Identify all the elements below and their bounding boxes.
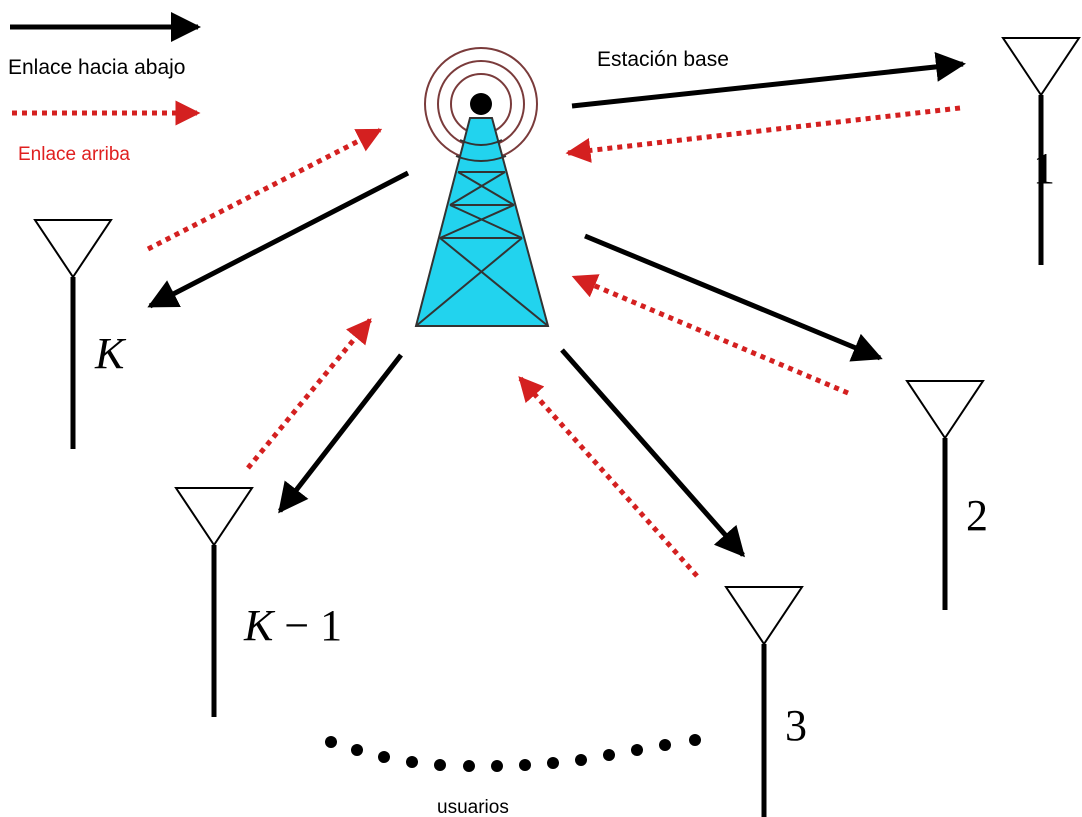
downlink-arrow-user-2 <box>584 233 883 362</box>
tower-antenna-tip <box>470 93 492 115</box>
antenna-triangle <box>33 219 113 279</box>
uplink-arrow-user-k-minus-1 <box>246 318 372 470</box>
uplink-arrow-user-2 <box>571 274 849 396</box>
user-k-minus-1-label: K − 1 <box>243 601 342 650</box>
user-2-label: 2 <box>966 491 988 540</box>
base-station: Estación base <box>414 47 729 327</box>
user-1-label: 1 <box>1033 144 1055 193</box>
antenna-user-2: 2 <box>905 380 988 610</box>
downlink-arrow-user-k <box>147 170 410 309</box>
uplink-arrow-user-k <box>146 127 383 252</box>
legend-downlink-label: Enlace hacia abajo <box>8 56 185 79</box>
user-k-minus-1-label-suffix: − 1 <box>273 601 342 650</box>
uplink-arrow-user-1 <box>565 105 961 163</box>
user-k-minus-1-label-italic: K <box>243 601 276 650</box>
antenna-triangle <box>1001 37 1081 97</box>
uplink-arrow-user-3 <box>518 376 699 578</box>
downlink-arrow-user-3 <box>560 348 745 558</box>
users-ellipsis <box>325 734 701 772</box>
legend-uplink-label: Enlace arriba <box>18 144 130 165</box>
user-k-label: K <box>94 329 127 378</box>
legend: Enlace hacia abajo Enlace arriba <box>8 12 201 165</box>
user-3-label: 3 <box>785 701 807 750</box>
downlink-arrow-user-k-minus-1 <box>278 353 403 514</box>
tower-body <box>414 117 550 327</box>
antenna-triangle <box>174 487 254 547</box>
antenna-user-k-minus-1: K − 1 <box>174 487 342 717</box>
base-station-label: Estación base <box>597 48 729 71</box>
tower-lattice <box>415 139 549 327</box>
downlink-arrows <box>147 51 966 558</box>
downlink-arrow-user-1 <box>571 51 966 109</box>
users-label: usuarios <box>437 797 509 817</box>
antenna-user-3: 3 <box>724 586 807 817</box>
antenna-triangle <box>724 586 804 646</box>
uplink-arrows <box>146 105 961 578</box>
antenna-user-1: 1 <box>1001 37 1081 265</box>
antenna-triangle <box>905 380 985 440</box>
antenna-user-k: K <box>33 219 127 449</box>
